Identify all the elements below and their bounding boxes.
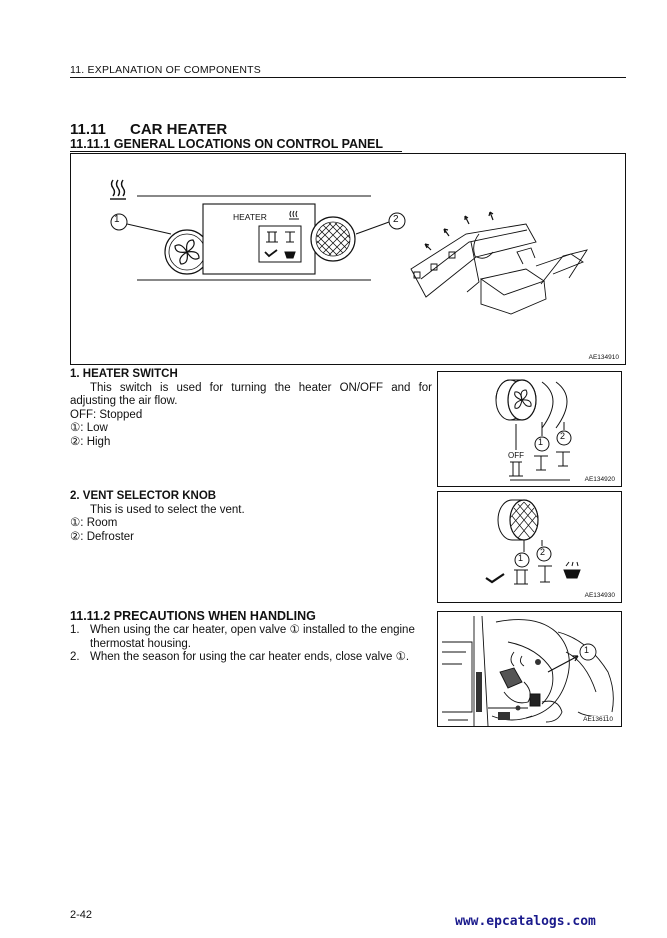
valve-figure: ① AE136110 bbox=[437, 611, 622, 727]
vent-knob-icon bbox=[310, 216, 356, 262]
heater-switch-figure: OFF ① ② AE134920 bbox=[437, 371, 622, 487]
heater-panel-label: HEATER bbox=[233, 212, 267, 222]
fan-knob-icon bbox=[164, 229, 210, 275]
precautions-list: 1. When using the car heater, open valve… bbox=[70, 624, 435, 665]
heater-switch-section: 1. HEATER SWITCH This switch is used for… bbox=[70, 368, 432, 450]
precaution-2-line-1: When the season for using the car heater… bbox=[90, 651, 410, 664]
engine-valve-photo bbox=[442, 615, 614, 727]
list-item: 2. When the season for using the car hea… bbox=[70, 651, 410, 664]
switch-off-label: OFF bbox=[508, 451, 524, 460]
subsection-rule bbox=[70, 151, 402, 152]
switch-num-2: 2 bbox=[560, 431, 566, 441]
vent-knob-room: ①: Room bbox=[70, 517, 118, 530]
page-number: 2-42 bbox=[70, 909, 93, 921]
figure-code-vent: AE134930 bbox=[584, 592, 615, 599]
heater-small-icon bbox=[289, 210, 299, 220]
vent-num-1: 1 bbox=[518, 553, 524, 563]
vent-knob-desc: This is used to select the vent. bbox=[90, 503, 245, 516]
heater-switch-off: OFF: Stopped bbox=[70, 408, 143, 421]
figure-code-valve: AE136110 bbox=[581, 716, 615, 723]
vent-knob-defroster: ②: Defroster bbox=[70, 530, 134, 543]
figure-code: AE134910 bbox=[588, 354, 619, 361]
control-panel-illustration bbox=[110, 179, 588, 315]
site-watermark: www.epcatalogs.com bbox=[455, 914, 596, 929]
section-name: CAR HEATER bbox=[130, 121, 228, 138]
switch-num-1: 1 bbox=[538, 437, 544, 447]
heater-switch-high: ②: High bbox=[70, 435, 111, 448]
control-panel-figure: HEATER ① ② AE134910 bbox=[70, 153, 626, 365]
section-title: 11.11 CAR HEATER bbox=[70, 121, 227, 138]
list-item: 1. When using the car heater, open valve… bbox=[70, 624, 415, 650]
heater-switch-heading: 1. HEATER SWITCH bbox=[70, 368, 178, 380]
vent-knob-section: 2. VENT SELECTOR KNOB This is used to se… bbox=[70, 490, 432, 544]
heater-symbol-icon bbox=[110, 179, 126, 200]
heater-switch-desc-2: adjusting the air flow. bbox=[70, 395, 178, 408]
vent-position-icons bbox=[264, 231, 296, 259]
header-rule bbox=[70, 77, 626, 78]
heater-switch-low: ①: Low bbox=[70, 422, 108, 435]
heater-switch-desc-1: This switch is used for turning the heat… bbox=[90, 381, 432, 394]
vent-grille-icon bbox=[509, 501, 539, 539]
vent-knob-heading: 2. VENT SELECTOR KNOB bbox=[70, 490, 217, 502]
figure-code-switch: AE134920 bbox=[584, 476, 615, 483]
precaution-1-line-2: thermostat housing. bbox=[90, 637, 192, 650]
vent-num-2: 2 bbox=[540, 547, 546, 557]
valve-num-1: 1 bbox=[584, 645, 590, 655]
heater-switch-illustration bbox=[495, 379, 572, 481]
fan-icon bbox=[514, 389, 532, 409]
subsection-title-1: 11.11.1 GENERAL LOCATIONS ON CONTROL PAN… bbox=[70, 137, 384, 151]
running-head: 11. EXPLANATION OF COMPONENTS bbox=[70, 64, 261, 76]
callout-1-numeral: 1 bbox=[114, 214, 120, 225]
cab-interior-sketch bbox=[410, 211, 588, 315]
precaution-1-line-1: When using the car heater, open valve ① … bbox=[90, 624, 415, 636]
vent-knob-illustration bbox=[485, 499, 581, 585]
section-number: 11.11 bbox=[70, 121, 106, 138]
subsection-title-2: 11.11.2 PRECAUTIONS WHEN HANDLING bbox=[70, 609, 316, 623]
vent-knob-figure: ① ② AE134930 bbox=[437, 491, 622, 603]
callout-2-numeral: 2 bbox=[393, 214, 399, 225]
